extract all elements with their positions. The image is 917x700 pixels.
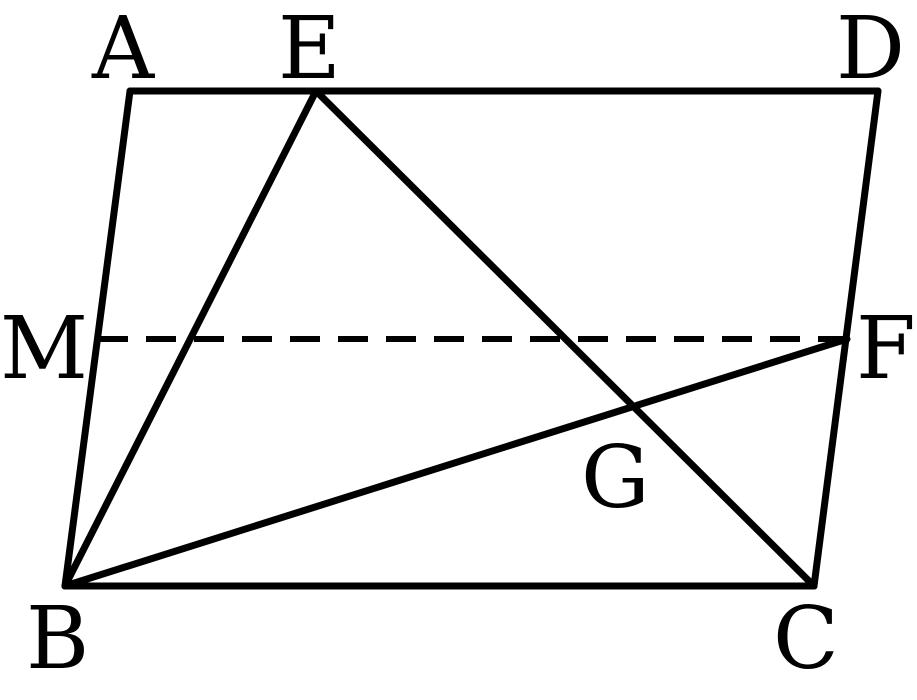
label-E: E — [278, 0, 341, 99]
segment-EC — [312, 87, 818, 590]
label-D: D — [836, 0, 905, 99]
label-G: G — [581, 428, 650, 528]
label-F: F — [856, 299, 916, 399]
segment-BF — [61, 335, 851, 590]
label-B: B — [26, 589, 89, 689]
label-A: A — [91, 0, 155, 99]
label-C: C — [773, 589, 839, 689]
segment-EB — [61, 87, 320, 590]
segment-AB — [61, 87, 134, 590]
label-M: M — [0, 299, 88, 399]
